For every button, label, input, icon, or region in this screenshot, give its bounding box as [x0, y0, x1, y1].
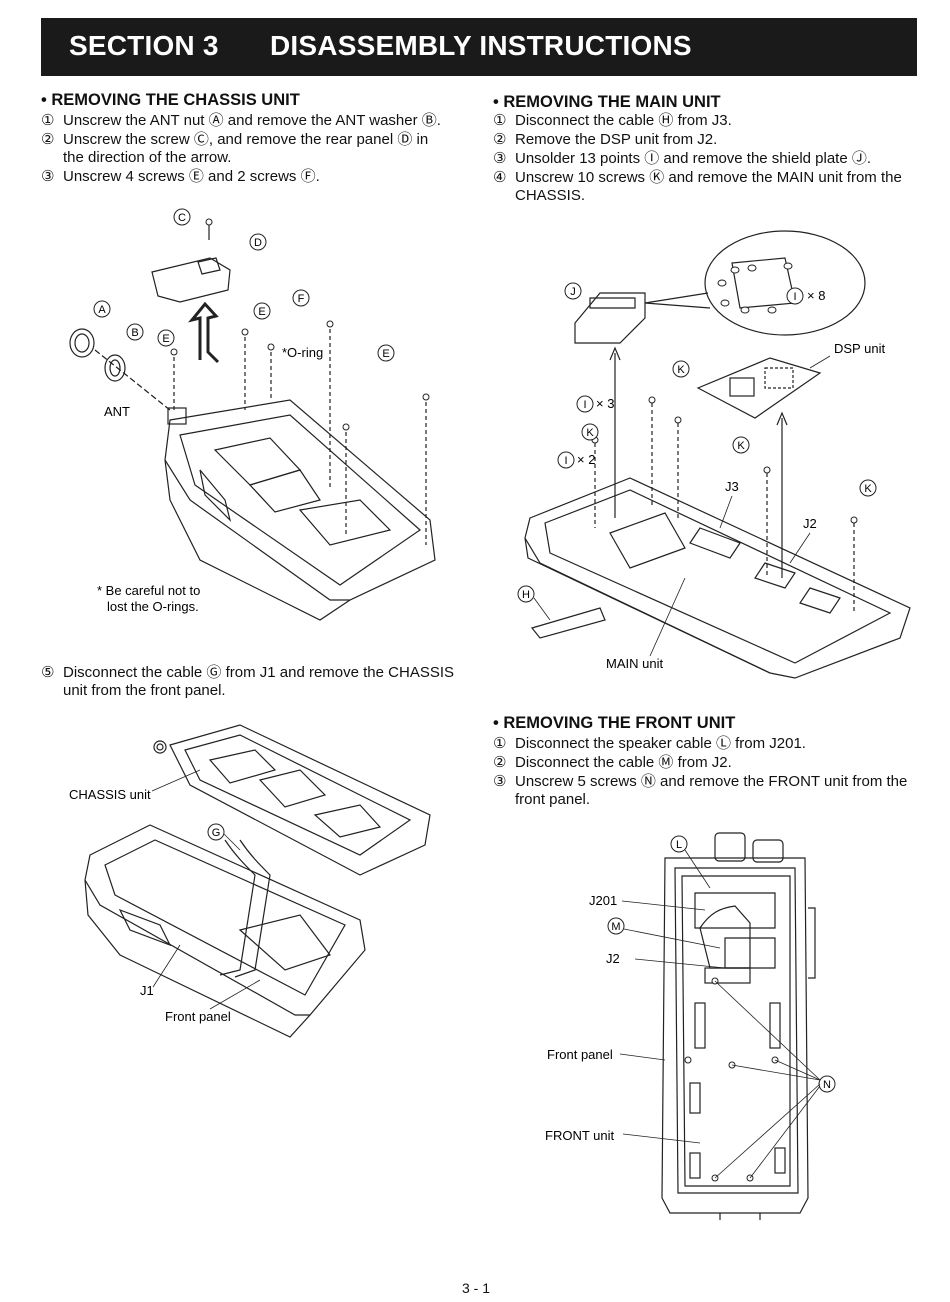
section-title: DISASSEMBLY INSTRUCTIONS	[270, 30, 692, 61]
x2-label: × 2	[577, 452, 595, 467]
front-step-2: ② Disconnect the cable Ⓜ from J2.	[493, 754, 732, 771]
main-step-1: ① Disconnect the cable Ⓗ from J3.	[493, 112, 732, 129]
chassis-unit-label: CHASSIS unit	[69, 787, 151, 802]
j3-label: J3	[725, 479, 739, 494]
callout-i-1: I	[793, 291, 796, 303]
j2-label: J2	[803, 516, 817, 531]
callout-d: D	[254, 237, 262, 249]
main-step-4: ④ Unscrew 10 screws Ⓚ and remove the MAI…	[493, 169, 902, 204]
chassis-heading: • REMOVING THE CHASSIS UNIT	[41, 91, 300, 109]
oring-note-1: * Be careful not to	[97, 583, 200, 598]
section-header: SECTION 3 DISASSEMBLY INSTRUCTIONS	[41, 18, 917, 76]
callout-c: C	[178, 212, 186, 224]
chassis-step-2: ② Unscrew the screw Ⓒ, and remove the re…	[41, 131, 429, 166]
chassis-step-5: ⑤ Disconnect the cable Ⓖ from J1 and rem…	[41, 664, 455, 699]
callout-g: G	[212, 827, 221, 839]
callout-i-2: I	[583, 399, 586, 411]
callout-f: F	[298, 293, 305, 305]
page-number: 3 - 1	[462, 1280, 491, 1296]
callout-l: L	[676, 839, 682, 851]
section-number: SECTION 3	[69, 30, 219, 61]
front-unit-figure: L M N J201 J2 Front panel FRONT unit	[545, 832, 836, 1220]
callout-b: B	[131, 327, 138, 339]
chassis-step-3: ③ Unscrew 4 screws Ⓔ and 2 screws Ⓕ.	[41, 168, 320, 185]
callout-n: N	[823, 1079, 831, 1091]
front-panel-label-right: Front panel	[547, 1047, 613, 1062]
callout-j: J	[570, 286, 576, 298]
callout-e-1: E	[162, 333, 169, 345]
callout-i-3: I	[564, 455, 567, 467]
main-unit-label: MAIN unit	[606, 656, 663, 671]
x3-label: × 3	[596, 396, 614, 411]
callout-k-3: K	[737, 440, 745, 452]
callout-k-2: K	[586, 427, 594, 439]
j2-label-front: J2	[606, 951, 620, 966]
j201-label: J201	[589, 893, 617, 908]
oring-note-2: lost the O-rings.	[107, 599, 199, 614]
callout-e-2: E	[258, 306, 265, 318]
callout-k-1: K	[677, 364, 685, 376]
callout-m: M	[611, 921, 620, 933]
main-step-2: ② Remove the DSP unit from J2.	[493, 131, 718, 148]
front-panel-label: Front panel	[165, 1009, 231, 1024]
x8-label: × 8	[807, 288, 825, 303]
front-unit-label: FRONT unit	[545, 1128, 614, 1143]
oring-label: *O-ring	[282, 345, 323, 360]
callout-a: A	[98, 304, 106, 316]
front-step-3: ③ Unscrew 5 screws Ⓝ and remove the FRON…	[493, 773, 908, 808]
j1-label: J1	[140, 983, 154, 998]
callout-h: H	[522, 589, 530, 601]
front-heading: • REMOVING THE FRONT UNIT	[493, 714, 736, 732]
main-unit-figure: J I K I I K K K H × 8 × 3 × 2 DSP unit J…	[517, 230, 911, 679]
dsp-unit-label: DSP unit	[834, 341, 885, 356]
front-step-1: ① Disconnect the speaker cable Ⓛ from J2…	[493, 735, 806, 752]
ant-label: ANT	[104, 404, 130, 419]
callout-e-3: E	[382, 348, 389, 360]
chassis-front-panel-figure: G CHASSIS unit J1 Front panel	[69, 724, 431, 1038]
callout-k-4: K	[864, 483, 872, 495]
chassis-exploded-figure: C D A B E E F E ANT *O-ring * Be careful…	[69, 208, 436, 621]
main-heading: • REMOVING THE MAIN UNIT	[493, 93, 721, 111]
main-step-3: ③ Unsolder 13 points Ⓘ and remove the sh…	[493, 150, 872, 167]
chassis-step-1: ① Unscrew the ANT nut Ⓐ and remove the A…	[41, 112, 441, 129]
